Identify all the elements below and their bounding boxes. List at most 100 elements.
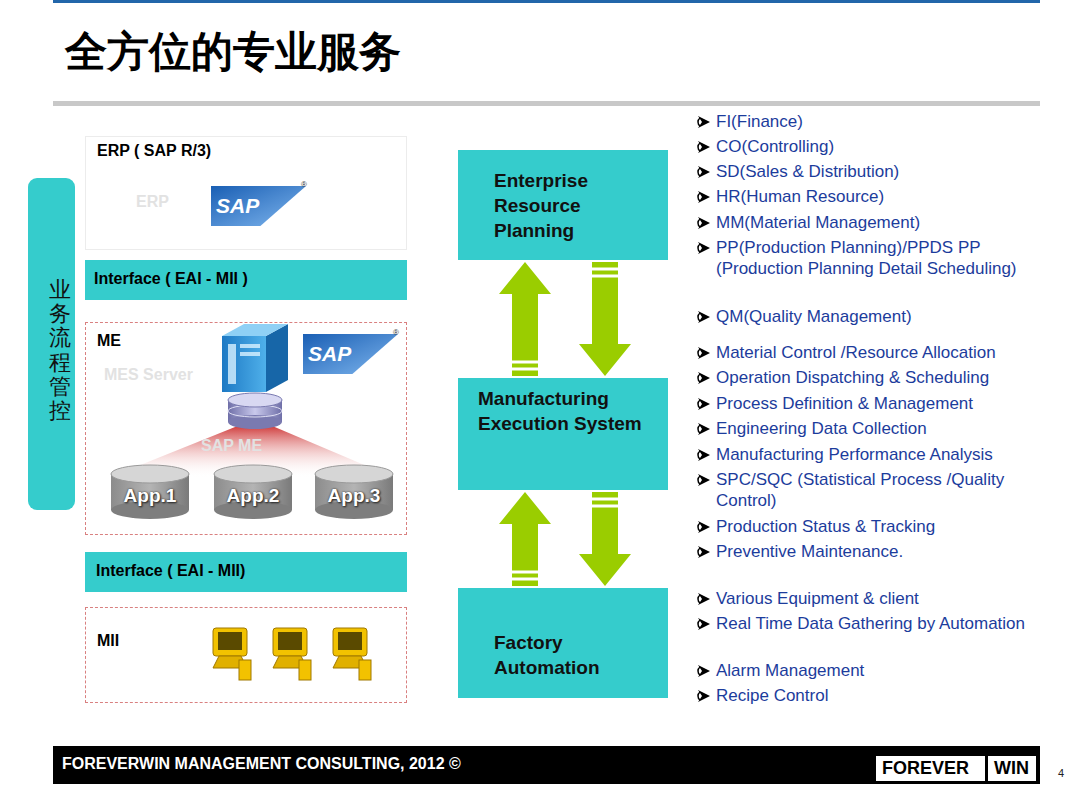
bullet <box>698 546 710 558</box>
arrow-stripe <box>511 368 539 371</box>
node-text: Enterprise Resource Planning <box>494 168 654 243</box>
logo-text: WIN <box>994 758 1029 779</box>
bullet <box>698 449 710 461</box>
node-text: Manufacturing Execution System <box>478 386 658 436</box>
bullet <box>698 168 700 176</box>
interface-band: Interface ( EAI - MII ) <box>85 260 407 300</box>
monitor <box>333 628 367 656</box>
screen <box>278 632 302 650</box>
node-text: SAP ME <box>201 437 262 455</box>
node-text: ME <box>97 332 121 350</box>
bullet <box>698 244 700 252</box>
list-item: SD(Sales & Distribution) <box>716 161 1061 182</box>
bullet <box>698 476 700 484</box>
arrow-body <box>579 492 631 586</box>
cyl-top <box>111 465 189 483</box>
bullet <box>698 191 710 203</box>
screen <box>218 632 242 650</box>
node-text: Factory Automation <box>494 630 644 680</box>
bullet <box>698 423 710 435</box>
node-text: ERP ( SAP R/3) <box>97 142 211 160</box>
list-item: QM(Quality Management) <box>716 306 1061 327</box>
page-number: 4 <box>1058 767 1064 779</box>
system-box: ERP ( SAP R/3)ERPSAP® <box>85 136 407 250</box>
app-cylinder: App.2 <box>214 465 292 519</box>
bullet <box>698 141 710 153</box>
node-text: MII <box>97 632 119 650</box>
node-text: SAP <box>216 194 259 218</box>
list-item: SPC/SQC (Statistical Process /Quality Co… <box>716 469 1061 511</box>
list-item: FI(Finance) <box>716 111 1061 132</box>
server-icon <box>222 324 288 392</box>
tower <box>359 660 371 680</box>
node-text: ® <box>301 180 307 189</box>
bullet <box>698 474 710 486</box>
node-text: Interface ( EAI - MII) <box>96 562 245 580</box>
app-cylinder: App.3 <box>315 465 393 519</box>
logo-divider <box>985 755 988 782</box>
node-text: App.1 <box>124 485 177 507</box>
bullet <box>698 217 710 229</box>
layer-box: Manufacturing Execution System <box>458 378 668 490</box>
list-item: CO(Controlling) <box>716 136 1061 157</box>
arrow-stripe <box>511 578 539 581</box>
system-box: MII <box>85 607 407 703</box>
node-text: ERP <box>136 193 169 211</box>
list-item: HR(Human Resource) <box>716 186 1061 207</box>
bullet <box>698 521 710 533</box>
list-item: Manufacturing Performance Analysis <box>716 444 1061 465</box>
bullet <box>698 665 710 677</box>
cyl-top <box>214 465 292 483</box>
list-item: Alarm Management <box>716 660 1061 681</box>
bullet <box>698 398 710 410</box>
bullet <box>698 143 700 151</box>
bullet <box>698 425 700 433</box>
arrow-body <box>579 262 631 376</box>
list-item: Real Time Data Gathering by Automation <box>716 613 1061 634</box>
bullet <box>698 374 700 382</box>
title-rule <box>53 101 1040 106</box>
bullet <box>698 620 700 628</box>
list-item: Preventive Maintenance. <box>716 541 1061 562</box>
logo-text: FOREVER <box>882 758 969 779</box>
list-item: PP(Production Planning)/PPDS PP (Product… <box>716 237 1061 279</box>
system-box: MEMES ServerSAP MESAP®App.1App.2App.3 <box>85 322 407 535</box>
arrow-stripe <box>511 571 539 574</box>
node-text: ® <box>393 328 399 337</box>
tower <box>299 660 311 680</box>
bullet <box>698 667 700 675</box>
arrow-stripe <box>591 505 619 508</box>
arrow-stripe <box>591 268 619 271</box>
monitor <box>213 628 247 656</box>
list-item: Various Equipment & client <box>716 588 1061 609</box>
flow-arrow <box>579 492 631 586</box>
interface-band: Interface ( EAI - MII) <box>85 552 407 592</box>
computer-icons <box>213 628 371 680</box>
app-cylinder: App.1 <box>111 465 189 519</box>
bullet-marks <box>698 116 710 702</box>
flow-arrow <box>499 262 551 376</box>
bullet <box>698 166 710 178</box>
bullet <box>698 193 700 201</box>
bullet <box>698 400 700 408</box>
sap-logo: SAP® <box>211 186 306 226</box>
node-text: Interface ( EAI - MII ) <box>94 270 248 288</box>
bullet <box>698 372 710 384</box>
arrow-stripe <box>591 498 619 501</box>
bullet <box>698 311 710 323</box>
bullet <box>698 313 700 321</box>
footer-text: FOREVERWIN MANAGEMENT CONSULTING, 2012 © <box>62 755 461 773</box>
bullet <box>698 595 700 603</box>
node-text: App.3 <box>328 485 381 507</box>
bullet <box>698 347 710 359</box>
bullet <box>698 116 710 128</box>
list-item: Process Definition & Management <box>716 393 1061 414</box>
process-band: 业务流程管控 <box>28 178 75 510</box>
footer-bar <box>53 746 1040 784</box>
cyl-top <box>315 465 393 483</box>
database-icon <box>228 393 282 429</box>
arrow-stripe <box>591 275 619 278</box>
list-item: MM(Material Management) <box>716 212 1061 233</box>
logo-box <box>875 755 1037 782</box>
